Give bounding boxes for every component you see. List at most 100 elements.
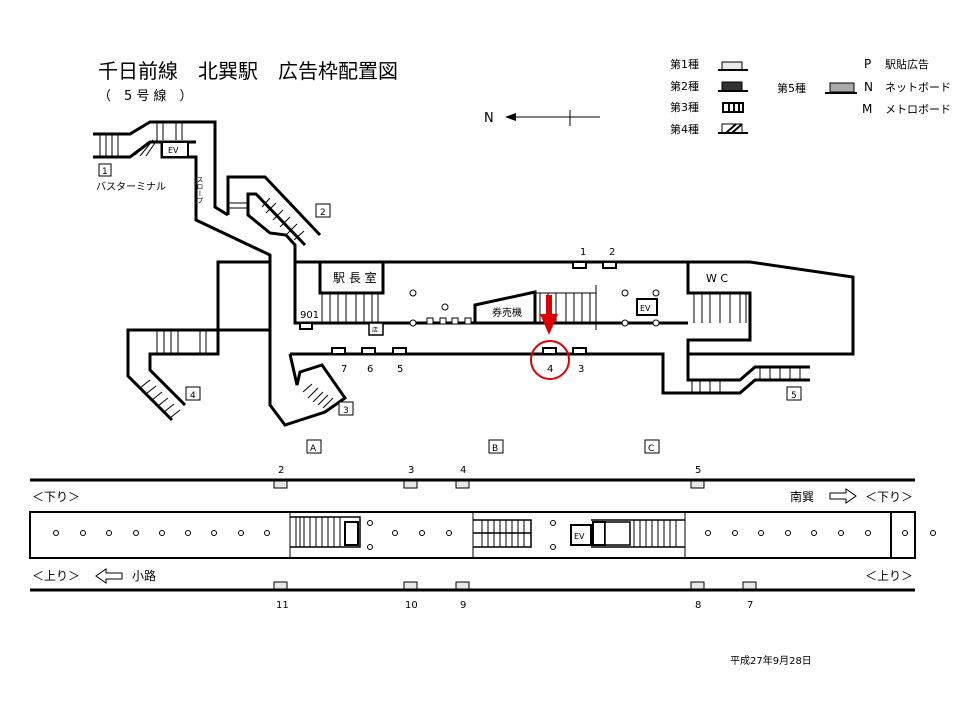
bus-terminal-label: バスターミナル [96, 181, 166, 193]
svg-text:11: 11 [276, 600, 289, 611]
svg-text:3: 3 [343, 406, 349, 416]
svg-text:2: 2 [320, 208, 326, 218]
pillar-icon [419, 530, 425, 536]
pillar-icon [550, 520, 556, 526]
svg-text:1: 1 [102, 167, 108, 177]
page-title: 千日前線 北巽駅 広告枠配置図 [98, 59, 398, 83]
exit-5-marker: 5 [786, 386, 802, 401]
exit-3-marker: 3 [338, 401, 354, 416]
arrow-left-icon [95, 568, 123, 584]
exit-1-marker: 1 [98, 163, 112, 177]
pillar-icon [159, 530, 165, 536]
svg-text:10: 10 [405, 600, 418, 611]
pillar-icon [838, 530, 844, 536]
pillar-icon [133, 530, 139, 536]
down-direction-right: ＜下り＞ [865, 490, 913, 504]
svg-text:メトロボード: メトロボード [885, 103, 951, 116]
pillar-icon [211, 530, 217, 536]
svg-text:4: 4 [460, 465, 466, 476]
pillar-icon [185, 530, 191, 536]
north-arrow-icon: N [484, 110, 600, 126]
pillar-icon [446, 530, 452, 536]
svg-text:第2種: 第2種 [670, 79, 699, 93]
pillar-icon [930, 530, 936, 536]
svg-text:EV: EV [168, 146, 179, 155]
exit-2-marker: 2 [315, 203, 331, 218]
svg-text:5: 5 [397, 364, 403, 375]
svg-text:P: P [864, 57, 871, 71]
platform: EV ＜下り＞ 南巽 ＜下り＞ ＜上り＞ 小路 ＜上り＞ 2 3 4 5 11 … [29, 465, 936, 611]
svg-text:第3種: 第3種 [670, 100, 699, 114]
up-direction-right: ＜上り＞ [865, 569, 913, 583]
platform-ad-frame-4: 4 [455, 465, 470, 489]
svg-text:9: 9 [460, 600, 466, 611]
svg-text:7: 7 [341, 364, 347, 375]
pillar-icon [238, 530, 244, 536]
svg-text:N: N [484, 111, 494, 126]
type2-frame-icon [718, 81, 748, 92]
svg-text:第4種: 第4種 [670, 122, 699, 136]
pillar-icon [865, 530, 871, 536]
page-subtitle: （ 5 号 線 ） [98, 88, 193, 104]
pillar-icon [811, 530, 817, 536]
down-direction-left: ＜下り＞ [32, 490, 80, 504]
exit-4-marker: 4 [185, 386, 201, 401]
svg-text:3: 3 [408, 465, 414, 476]
pillar-icon [902, 530, 908, 536]
type3-frame-icon [722, 102, 744, 113]
pillar-icon [392, 530, 398, 536]
platform-ad-frame-10: 10 [403, 581, 418, 611]
svg-text:ネットボード: ネットボード [885, 81, 951, 94]
svg-text:第1種: 第1種 [670, 57, 699, 71]
concourse-map: EV スロープ 駅 長 室 901 店 券売機 EV W C [93, 120, 855, 427]
pillar-icon [705, 530, 711, 536]
pillar-icon [732, 530, 738, 536]
section-markers: A B C [306, 439, 660, 454]
platform-ad-frame-3: 3 [403, 465, 418, 489]
type5-frame-icon [825, 82, 857, 94]
pillar-icon [758, 530, 764, 536]
slope-label: スロープ [196, 176, 204, 204]
ad-frame-7: 7 [331, 347, 347, 375]
station-office-label: 駅 長 室 [333, 270, 377, 285]
pillar-icon [264, 530, 270, 536]
ad-frame-3: 3 [572, 347, 587, 375]
arrow-right-icon [829, 488, 857, 504]
platform-ad-frame-8: 8 [690, 581, 705, 611]
svg-text:EV: EV [640, 304, 651, 313]
ad-frame-2: 2 [602, 247, 617, 269]
highlight-circle [530, 340, 570, 380]
svg-text:6: 6 [367, 364, 373, 375]
svg-text:駅貼広告: 駅貼広告 [885, 57, 929, 71]
svg-text:2: 2 [609, 247, 615, 258]
ad-frame-4: 4 [542, 347, 557, 375]
pillar-icon [367, 520, 373, 526]
svg-text:C: C [648, 444, 654, 454]
platform-ev-label: EV [574, 532, 585, 541]
exit-labels: 1 バスターミナル 2 3 4 5 [96, 163, 802, 416]
svg-text:M: M [862, 102, 872, 116]
svg-text:第5種: 第5種 [777, 81, 806, 95]
svg-text:1: 1 [580, 247, 586, 258]
date-label: 平成27年9月28日 [730, 654, 812, 667]
svg-text:2: 2 [278, 465, 284, 476]
platform-ad-frame-5: 5 [690, 465, 705, 489]
svg-text:3: 3 [578, 364, 584, 375]
svg-text:8: 8 [695, 600, 701, 611]
legend: 第1種 第2種 第3種 第4種 第5種 P 駅貼広告 N ネットボード M メト… [670, 57, 951, 136]
pillar-icon [550, 544, 556, 550]
ad-frame-1: 1 [572, 247, 587, 269]
svg-text:4: 4 [547, 364, 553, 375]
wc-label: W C [706, 272, 728, 285]
pillar-icon [80, 530, 86, 536]
shop-label: 店 [372, 326, 378, 334]
pillar-icon [785, 530, 791, 536]
up-direction-left: ＜上り＞ [32, 569, 80, 583]
svg-text:5: 5 [791, 391, 797, 401]
frame-901-label: 901 [300, 310, 319, 321]
ticket-machine-label: 券売機 [492, 306, 522, 319]
svg-text:5: 5 [695, 465, 701, 476]
to-south-label: 南巽 [790, 489, 814, 504]
pillar-icon [106, 530, 112, 536]
